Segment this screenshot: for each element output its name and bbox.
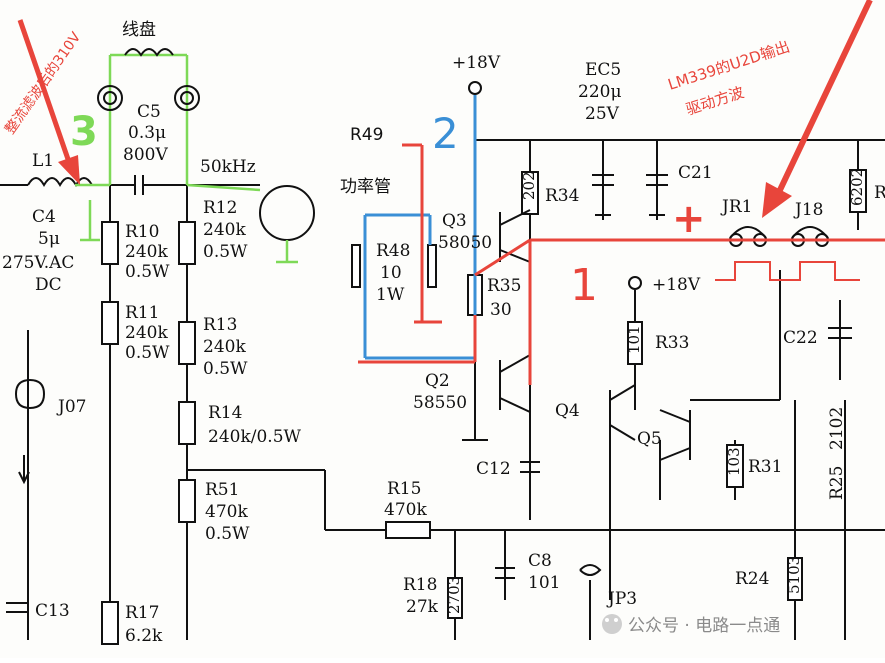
red-arrow-left <box>17 19 80 185</box>
label-v18-mid: +18V <box>652 275 701 295</box>
label-c13: C13 <box>35 601 70 621</box>
label-q4: Q4 <box>555 401 580 421</box>
label-q3-model: 58050 <box>438 233 492 253</box>
label-r15: R15 <box>387 479 421 499</box>
label-r48-value: 10 <box>380 263 402 283</box>
label-r51-value: 470k <box>205 502 248 522</box>
label-r14: R14 <box>208 403 242 423</box>
annotation-plus: + <box>672 196 706 242</box>
label-power-tube: 功率管 <box>340 177 391 197</box>
label-c8: C8 <box>528 551 552 571</box>
label-c12: C12 <box>476 459 511 479</box>
annotation-number-3: 3 <box>70 109 98 155</box>
label-c4-value: 5μ <box>38 229 60 249</box>
label-r34-code: 202 <box>520 171 538 200</box>
label-r33: R33 <box>655 333 689 353</box>
label-v18-top: +18V <box>452 53 501 73</box>
square-wave <box>715 261 860 281</box>
label-r10-value: 240k <box>125 242 168 262</box>
label-q2: Q2 <box>425 371 450 391</box>
annotation-lm339-line1: LM339的U2D输出 <box>666 37 792 93</box>
label-ec5-voltage: 25V <box>585 104 620 124</box>
label-q2-model: 58550 <box>413 393 467 413</box>
label-r17-value: 6.2k <box>125 626 163 646</box>
annotation-number-1: 1 <box>570 260 598 311</box>
label-jp3: JP3 <box>606 589 637 609</box>
label-q5: Q5 <box>637 429 662 449</box>
label-j07: J07 <box>56 397 86 417</box>
label-r31-code: 103 <box>725 447 743 476</box>
label-r18-code: 2703 <box>445 576 463 614</box>
label-r12-value: 240k <box>203 220 246 240</box>
label-coil: 线盘 <box>122 20 156 40</box>
label-r18-value: 27k <box>406 597 439 617</box>
label-r13-value: 240k <box>203 337 246 357</box>
power-terminals <box>468 81 642 290</box>
label-c5-voltage: 800V <box>123 145 168 165</box>
green-coil-path <box>75 53 298 264</box>
label-r31: R31 <box>748 457 782 477</box>
label-r51: R51 <box>205 480 239 500</box>
label-jr1: JR1 <box>720 197 752 217</box>
label-c4: C4 <box>32 207 56 227</box>
label-ec5-value: 220μ <box>578 82 622 102</box>
label-c22: C22 <box>783 328 818 348</box>
label-c5-value: 0.3μ <box>128 123 166 143</box>
label-r11: R11 <box>125 303 159 323</box>
label-r13: R13 <box>203 315 237 335</box>
label-r11-value: 240k <box>125 323 168 343</box>
label-c5: C5 <box>137 102 161 122</box>
label-r35: R35 <box>487 276 521 296</box>
j07-jumper <box>14 379 46 485</box>
watermark-text: 公众号 · 电路一点通 <box>628 616 780 636</box>
label-r24: R24 <box>735 569 769 589</box>
label-c4-rating: 275V.AC <box>2 253 74 273</box>
label-r12-power: 0.5W <box>203 242 248 262</box>
label-r48-power: 1W <box>376 285 405 305</box>
blue-current-path <box>363 95 477 360</box>
annotation-lm339-line2: 驱动方波 <box>684 83 747 119</box>
annotation-r49: R49 <box>350 125 383 145</box>
resistor-bodies <box>101 169 867 645</box>
label-c21: C21 <box>678 163 713 183</box>
coil-symbol <box>97 48 200 111</box>
label-r24-code: 5103 <box>785 556 803 594</box>
r48-component <box>351 244 437 288</box>
label-r-right-code: 6202 <box>848 168 866 206</box>
jumpers-jr1-j18 <box>729 226 829 247</box>
label-r13-power: 0.5W <box>203 359 248 379</box>
red-arrow-right <box>762 0 873 218</box>
label-r25: R25 <box>827 466 847 500</box>
transistors <box>259 185 691 461</box>
label-l1: L1 <box>32 151 54 171</box>
label-r10-power: 0.5W <box>125 262 170 282</box>
label-c4-dc: DC <box>35 275 62 295</box>
label-r17: R17 <box>125 603 159 623</box>
label-r12: R12 <box>203 198 237 218</box>
red-current-path <box>358 143 885 385</box>
label-j18: J18 <box>793 200 823 220</box>
label-r48: R48 <box>376 241 410 261</box>
label-r35-value: 30 <box>490 300 512 320</box>
label-r18: R18 <box>403 575 437 595</box>
label-q3: Q3 <box>442 211 467 231</box>
watermark: 公众号 · 电路一点通 <box>602 614 780 636</box>
label-r25-code: 2102 <box>827 407 847 450</box>
label-ec5: EC5 <box>585 60 621 80</box>
label-r15-value: 470k <box>384 500 427 520</box>
annotation-number-2: 2 <box>432 109 459 158</box>
label-c8-value: 101 <box>528 573 560 593</box>
label-r10: R10 <box>125 222 159 242</box>
label-r34: R34 <box>545 186 579 206</box>
label-r33-code: 101 <box>625 325 643 354</box>
label-freq: 50kHz <box>200 157 256 177</box>
label-r11-power: 0.5W <box>125 343 170 363</box>
label-r-right: R <box>874 183 885 203</box>
label-r51-power: 0.5W <box>205 524 250 544</box>
label-r14-value: 240k/0.5W <box>208 427 302 447</box>
